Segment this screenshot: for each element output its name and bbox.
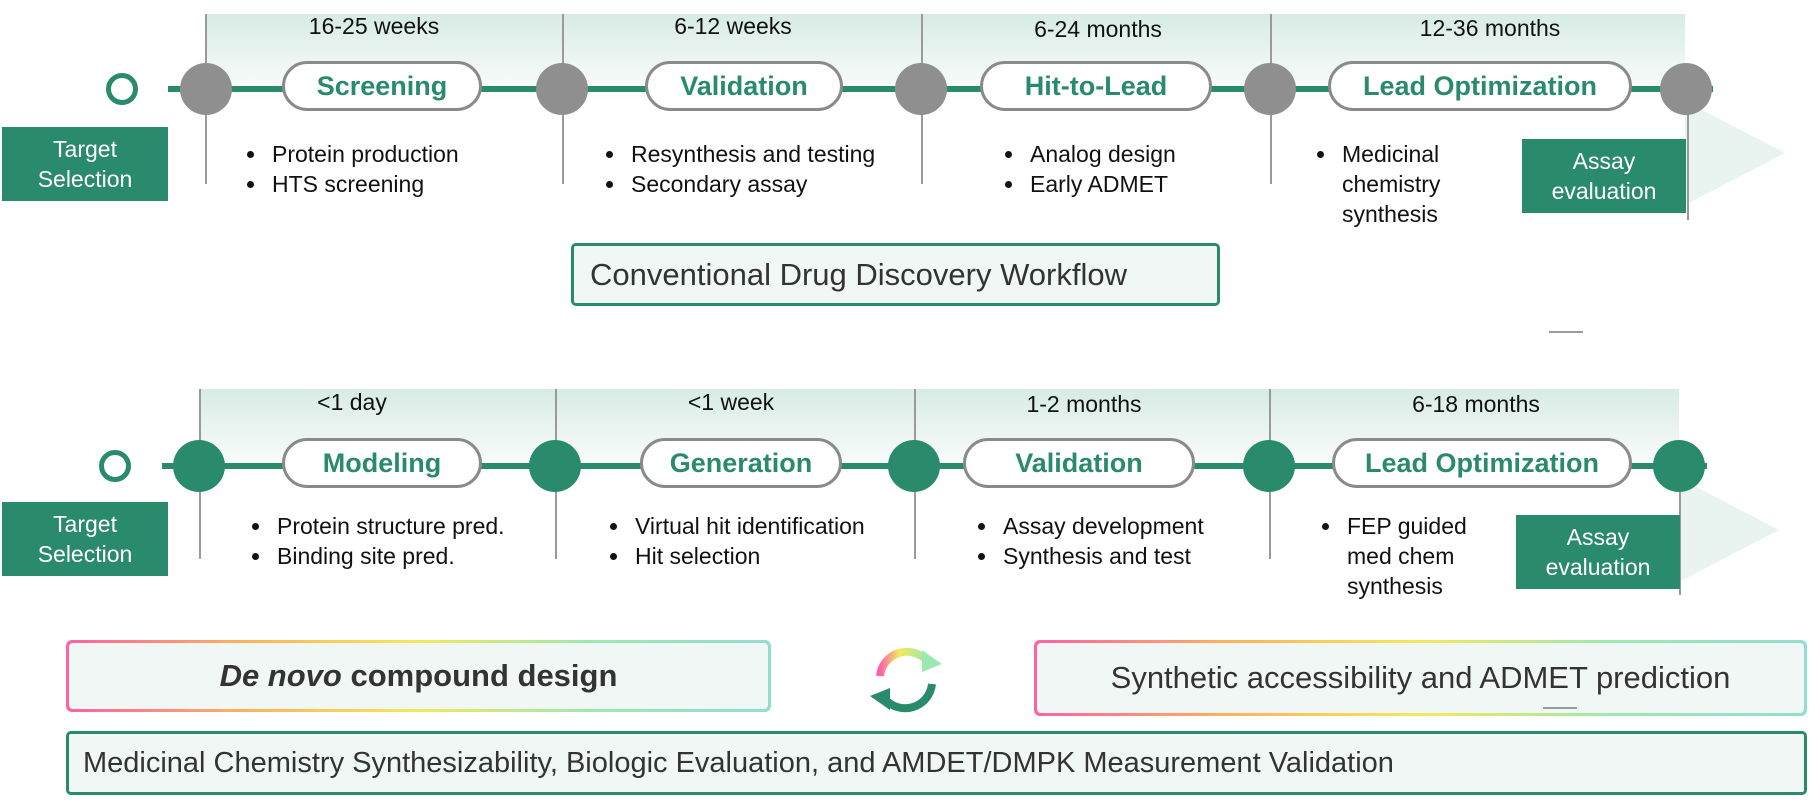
ai-arrowhead (1679, 478, 1779, 582)
stage-pill-lead-optimization: Lead Optimization (1332, 438, 1632, 488)
duration-label: 1-2 months (1026, 391, 1142, 417)
stage-node (1244, 63, 1296, 115)
validation-box: Medicinal Chemistry Synthesizability, Bi… (66, 731, 1807, 795)
stage-pill-validation: Validation (645, 61, 843, 111)
decorative-dash (1549, 331, 1583, 333)
stage-bullets: Protein production HTS screening (240, 139, 459, 199)
stage-node (895, 63, 947, 115)
stage-bullets: Virtual hit identification Hit selection (603, 511, 865, 571)
target-selection-line1: Target (53, 511, 117, 537)
duration-label: <1 week (687, 389, 775, 415)
divider-5 (1687, 100, 1689, 220)
refresh-cycle-icon (870, 647, 942, 713)
conventional-workflow-title: Conventional Drug Discovery Workflow (571, 243, 1220, 306)
bullet-item: Protein production (268, 139, 459, 169)
target-selection-box: Target Selection (2, 502, 168, 576)
assay-evaluation-box: Assay evaluation (1522, 139, 1686, 213)
denovo-design-box: De novo compound design (66, 640, 771, 712)
duration-label: 6-18 months (1412, 391, 1540, 417)
duration-label: 16-25 weeks (308, 13, 440, 39)
duration-label: <1 day (317, 389, 387, 415)
bullet-item: FEP guided med chem synthesis (1343, 511, 1503, 601)
bullet-item: Resynthesis and testing (627, 139, 875, 169)
stage-bullets: FEP guided med chem synthesis (1315, 511, 1503, 601)
stage-node (1660, 63, 1712, 115)
bullet-item: Synthesis and test (999, 541, 1204, 571)
denovo-italic: De novo (219, 658, 342, 693)
stage-pill-modeling: Modeling (282, 438, 482, 488)
bullet-item: Early ADMET (1026, 169, 1176, 199)
stage-node (888, 440, 940, 492)
bullet-item: HTS screening (268, 169, 459, 199)
stage-pill-validation: Validation (963, 438, 1195, 488)
bullet-item: Medicinal chemistry synthesis (1338, 139, 1498, 229)
assay-line1: Assay (1566, 524, 1630, 550)
assay-line2: evaluation (1545, 554, 1651, 580)
target-selection-box: Target Selection (2, 127, 168, 201)
bullet-item: Secondary assay (627, 169, 875, 199)
stage-bullets: Protein structure pred. Binding site pre… (245, 511, 505, 571)
duration-label: 6-24 months (1034, 16, 1162, 42)
bullet-item: Binding site pred. (273, 541, 505, 571)
assay-evaluation-box: Assay evaluation (1516, 515, 1680, 589)
duration-label: 6-12 weeks (674, 13, 792, 39)
bullet-item: Hit selection (631, 541, 865, 571)
assay-line2: evaluation (1551, 178, 1657, 204)
bullet-item: Analog design (1026, 139, 1176, 169)
stage-node (173, 440, 225, 492)
bullet-item: Virtual hit identification (631, 511, 865, 541)
stage-node (180, 63, 232, 115)
stage-bullets: Resynthesis and testing Secondary assay (599, 139, 875, 199)
stage-pill-hit-to-lead: Hit-to-Lead (980, 61, 1212, 111)
target-selection-line2: Selection (37, 541, 133, 567)
stage-pill-screening: Screening (282, 61, 482, 111)
conventional-arrowhead (1685, 101, 1785, 205)
duration-label: 12-36 months (1419, 15, 1561, 41)
stage-pill-lead-optimization: Lead Optimization (1328, 61, 1632, 111)
target-selection-line1: Target (53, 136, 117, 162)
stage-pill-generation: Generation (640, 438, 842, 488)
assay-line1: Assay (1572, 148, 1636, 174)
bullet-item: Protein structure pred. (273, 511, 505, 541)
synthetic-admet-box: Synthetic accessibility and ADMET predic… (1034, 640, 1807, 716)
denovo-design-label: De novo compound design (69, 643, 768, 709)
stage-node (1243, 440, 1295, 492)
stage-node (1653, 440, 1705, 492)
stage-bullets: Medicinal chemistry synthesis (1310, 139, 1498, 229)
denovo-rest: compound design (341, 658, 618, 693)
stage-node (536, 63, 588, 115)
stage-bullets: Analog design Early ADMET (998, 139, 1176, 199)
divider-5 (1679, 465, 1681, 595)
bullet-item: Assay development (999, 511, 1204, 541)
synthetic-admet-label: Synthetic accessibility and ADMET predic… (1037, 643, 1804, 713)
decorative-dash (1543, 707, 1577, 709)
start-ring (106, 73, 138, 105)
target-selection-line2: Selection (37, 166, 133, 192)
start-ring (99, 450, 131, 482)
stage-node (529, 440, 581, 492)
stage-bullets: Assay development Synthesis and test (971, 511, 1204, 571)
